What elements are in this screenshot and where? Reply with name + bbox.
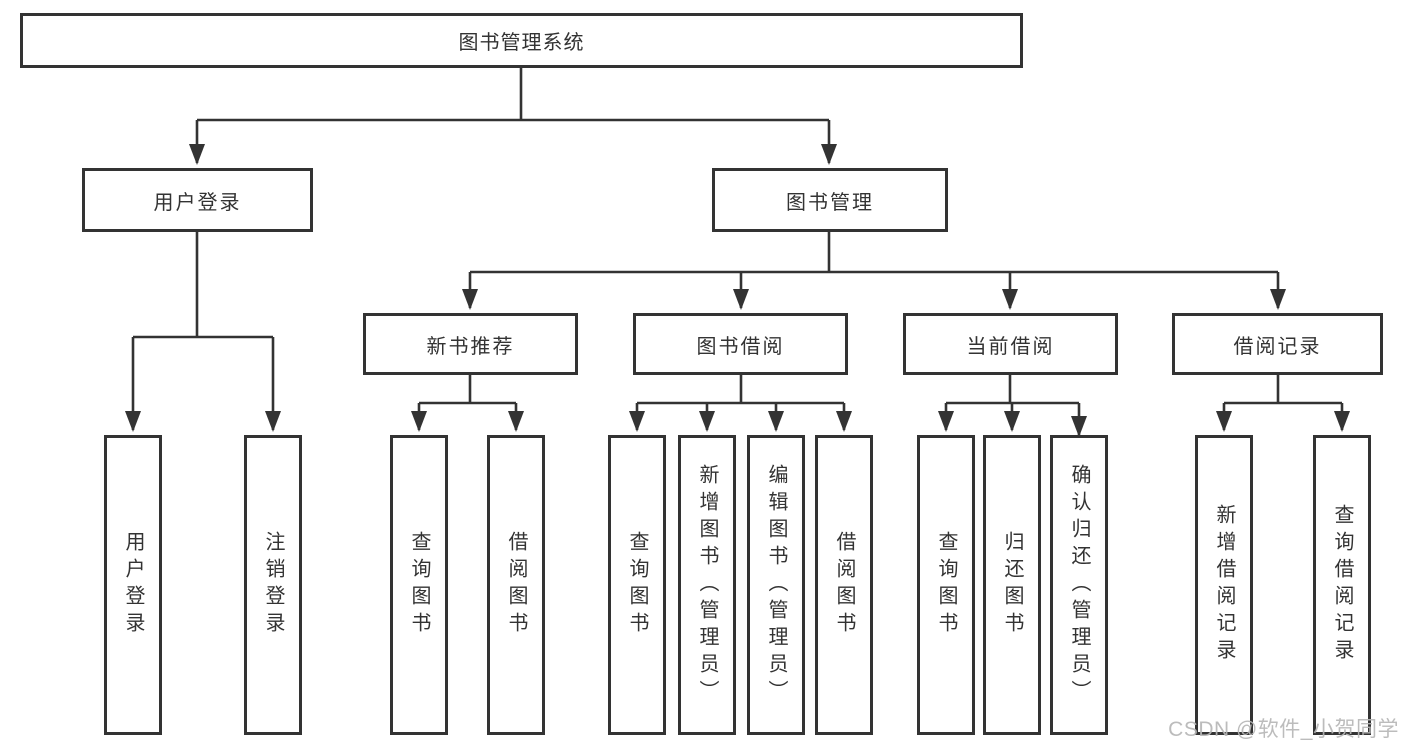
leaf-query-books-borrow: 查询图书: [608, 435, 666, 735]
node-label: 当前借阅: [966, 335, 1055, 358]
leaf-query-books-current: 查询图书: [917, 435, 975, 735]
leaf-query-books-recommend: 查询图书: [390, 435, 448, 735]
leaf-label: 确认归还（管理员）: [1068, 463, 1090, 707]
node-label: 新书推荐: [426, 335, 515, 358]
leaf-return-books: 归还图书: [983, 435, 1041, 735]
node-book-borrowing: 图书借阅: [633, 313, 848, 375]
leaf-add-borrow-record: 新增借阅记录: [1195, 435, 1253, 735]
leaf-user-login: 用户登录: [104, 435, 162, 735]
leaf-label: 查询图书: [408, 531, 430, 639]
node-new-book-recommendation: 新书推荐: [363, 313, 578, 375]
node-book-management: 图书管理: [712, 168, 948, 232]
leaf-label: 归还图书: [1001, 531, 1023, 639]
node-label: 图书管理系统: [458, 32, 585, 54]
node-current-borrowing: 当前借阅: [903, 313, 1118, 375]
leaf-logout: 注销登录: [244, 435, 302, 735]
leaf-label: 新增图书（管理员）: [696, 463, 718, 707]
node-label: 图书管理: [786, 191, 874, 214]
node-label: 借阅记录: [1233, 335, 1322, 358]
leaf-confirm-return-admin: 确认归还（管理员）: [1050, 435, 1108, 735]
node-borrowing-records: 借阅记录: [1172, 313, 1383, 375]
leaf-query-borrow-record: 查询借阅记录: [1313, 435, 1371, 735]
leaf-label: 编辑图书（管理员）: [765, 463, 787, 707]
leaf-label: 查询图书: [626, 531, 648, 639]
leaf-add-books-admin: 新增图书（管理员）: [678, 435, 736, 735]
leaf-edit-books-admin: 编辑图书（管理员）: [747, 435, 805, 735]
leaf-label: 查询图书: [935, 531, 957, 639]
node-user-login: 用户登录: [82, 168, 313, 232]
leaf-borrow-books: 借阅图书: [815, 435, 873, 735]
leaf-label: 新增借阅记录: [1213, 504, 1235, 666]
node-label: 图书借阅: [696, 335, 785, 358]
leaf-borrow-books-recommend: 借阅图书: [487, 435, 545, 735]
csdn-watermark: CSDN @软件_小贺同学: [1168, 718, 1399, 741]
leaf-label: 注销登录: [262, 531, 284, 639]
node-library-management-system: 图书管理系统: [20, 13, 1023, 68]
leaf-label: 查询借阅记录: [1331, 504, 1353, 666]
leaf-label: 借阅图书: [505, 531, 527, 639]
leaf-label: 借阅图书: [833, 531, 855, 639]
leaf-label: 用户登录: [122, 531, 144, 639]
node-label: 用户登录: [153, 191, 242, 214]
